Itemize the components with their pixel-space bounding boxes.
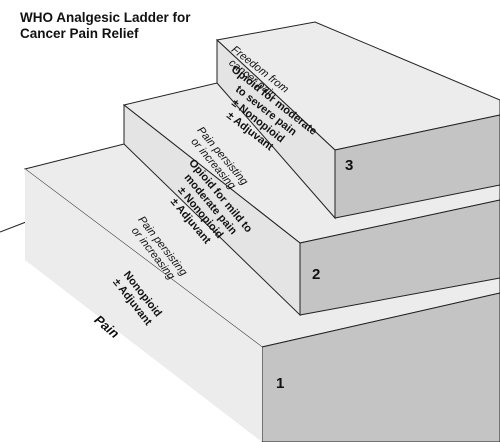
step-1-number: 1 bbox=[276, 375, 284, 392]
floor-line bbox=[0, 221, 27, 233]
step-3-side bbox=[216, 38, 336, 220]
step-3-number: 3 bbox=[345, 157, 353, 174]
step-1-side bbox=[25, 169, 262, 442]
title-line-1: WHO Analgesic Ladder for bbox=[20, 10, 191, 25]
diagram-title: WHO Analgesic Ladder for Cancer Pain Rel… bbox=[20, 10, 191, 42]
step-2-number: 2 bbox=[312, 266, 320, 283]
step-2-side bbox=[123, 103, 301, 317]
title-line-2: Cancer Pain Relief bbox=[20, 26, 139, 41]
